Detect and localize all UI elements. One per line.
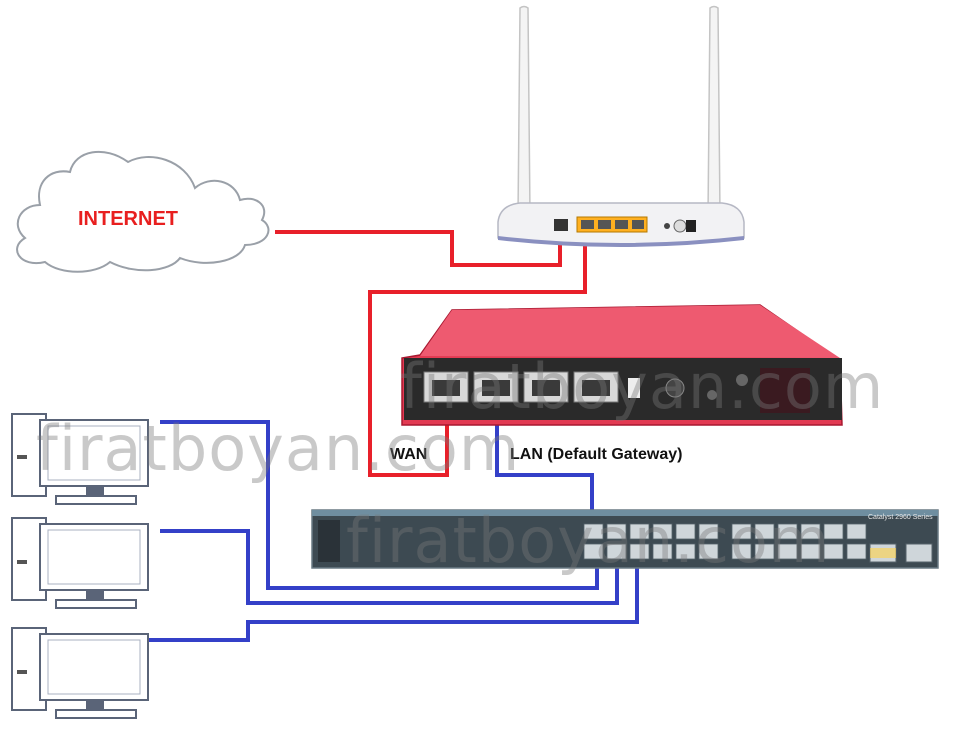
wan-cables <box>275 230 587 477</box>
switch-port-icon <box>846 543 867 560</box>
switch-port-icon <box>823 523 844 540</box>
pc-3-icon <box>11 627 149 719</box>
switch-port-icon <box>800 543 821 560</box>
internet-cloud-icon <box>16 150 270 273</box>
switch-port-icon <box>583 543 604 560</box>
switch-port-icon <box>652 543 673 560</box>
internet-label: INTERNET <box>78 208 178 230</box>
switch-port-icon <box>652 523 673 540</box>
switch-port-icon <box>698 543 719 560</box>
lan-cables <box>145 418 639 642</box>
switch-port-icon <box>800 523 821 540</box>
switch-port-icon <box>583 523 604 540</box>
switch-port-icon <box>606 523 627 540</box>
cable-switch-to-pc1 <box>160 420 599 590</box>
cable-firewall-to-switch <box>495 418 594 512</box>
switch-port-icon <box>629 543 650 560</box>
switch-port-icon <box>675 543 696 560</box>
switch-port-icon <box>846 523 867 540</box>
switch-port-icon <box>777 543 798 560</box>
cable-router-to-firewall <box>368 240 587 477</box>
switch-port-icon <box>731 523 752 540</box>
wan-label: WAN <box>390 446 428 463</box>
switch-port-icon <box>731 543 752 560</box>
lan-label: LAN (Default Gateway) <box>510 446 683 463</box>
cable-switch-to-pc2 <box>160 529 619 605</box>
switch-port-icon <box>777 523 798 540</box>
pc-2-icon <box>11 517 149 609</box>
cable-switch-to-pc3 <box>145 565 639 642</box>
switch-port-icon <box>754 523 775 540</box>
switch-port-icon <box>606 543 627 560</box>
pc-1-icon <box>11 413 149 505</box>
switch-port-icon <box>629 523 650 540</box>
firewall-icon <box>401 304 843 426</box>
switch-port-icon <box>754 543 775 560</box>
switch-brand-label: Catalyst 2960 Series <box>868 514 933 521</box>
switch-port-icon <box>675 523 696 540</box>
cable-internet-to-router <box>275 230 562 267</box>
network-switch-icon <box>311 509 939 569</box>
adsl-router-icon <box>497 5 745 247</box>
switch-port-icon <box>823 543 844 560</box>
switch-port-icon <box>698 523 719 540</box>
